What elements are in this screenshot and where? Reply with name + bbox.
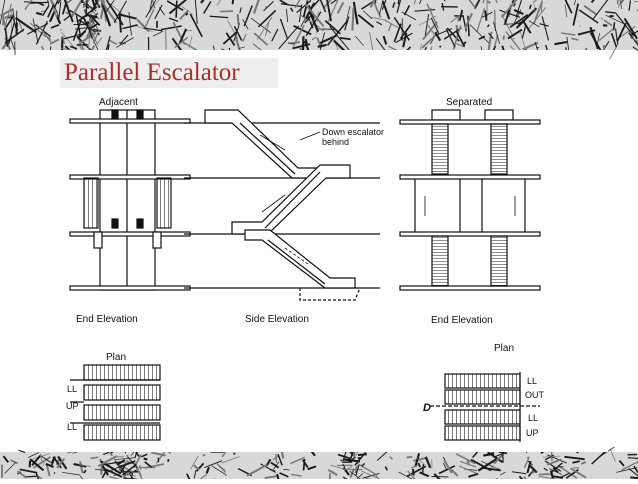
label-plan-right: Plan: [494, 343, 514, 354]
label-ll-bottom-left: LL: [67, 422, 77, 432]
label-up-right: UP: [526, 428, 539, 438]
label-ll-top-right: LL: [527, 376, 537, 386]
label-end-elevation-right: End Elevation: [431, 315, 493, 326]
label-side-elevation: Side Elevation: [245, 314, 309, 325]
label-out: OUT: [525, 390, 545, 400]
label-plan-left: Plan: [106, 352, 126, 363]
label-ll-top-left: LL: [67, 384, 77, 394]
label-adjacent: Adjacent: [99, 97, 138, 108]
label-ll-bottom-right: LL: [528, 413, 538, 423]
label-separated: Separated: [446, 97, 492, 108]
label-down-escalator: Down escalator: [322, 127, 384, 137]
label-d-marker: D: [423, 402, 431, 414]
label-end-elevation-left: End Elevation: [76, 314, 138, 325]
label-up-left: UP: [66, 401, 79, 411]
slide-title: Parallel Escalator: [60, 58, 278, 88]
label-behind: behind: [322, 137, 349, 147]
